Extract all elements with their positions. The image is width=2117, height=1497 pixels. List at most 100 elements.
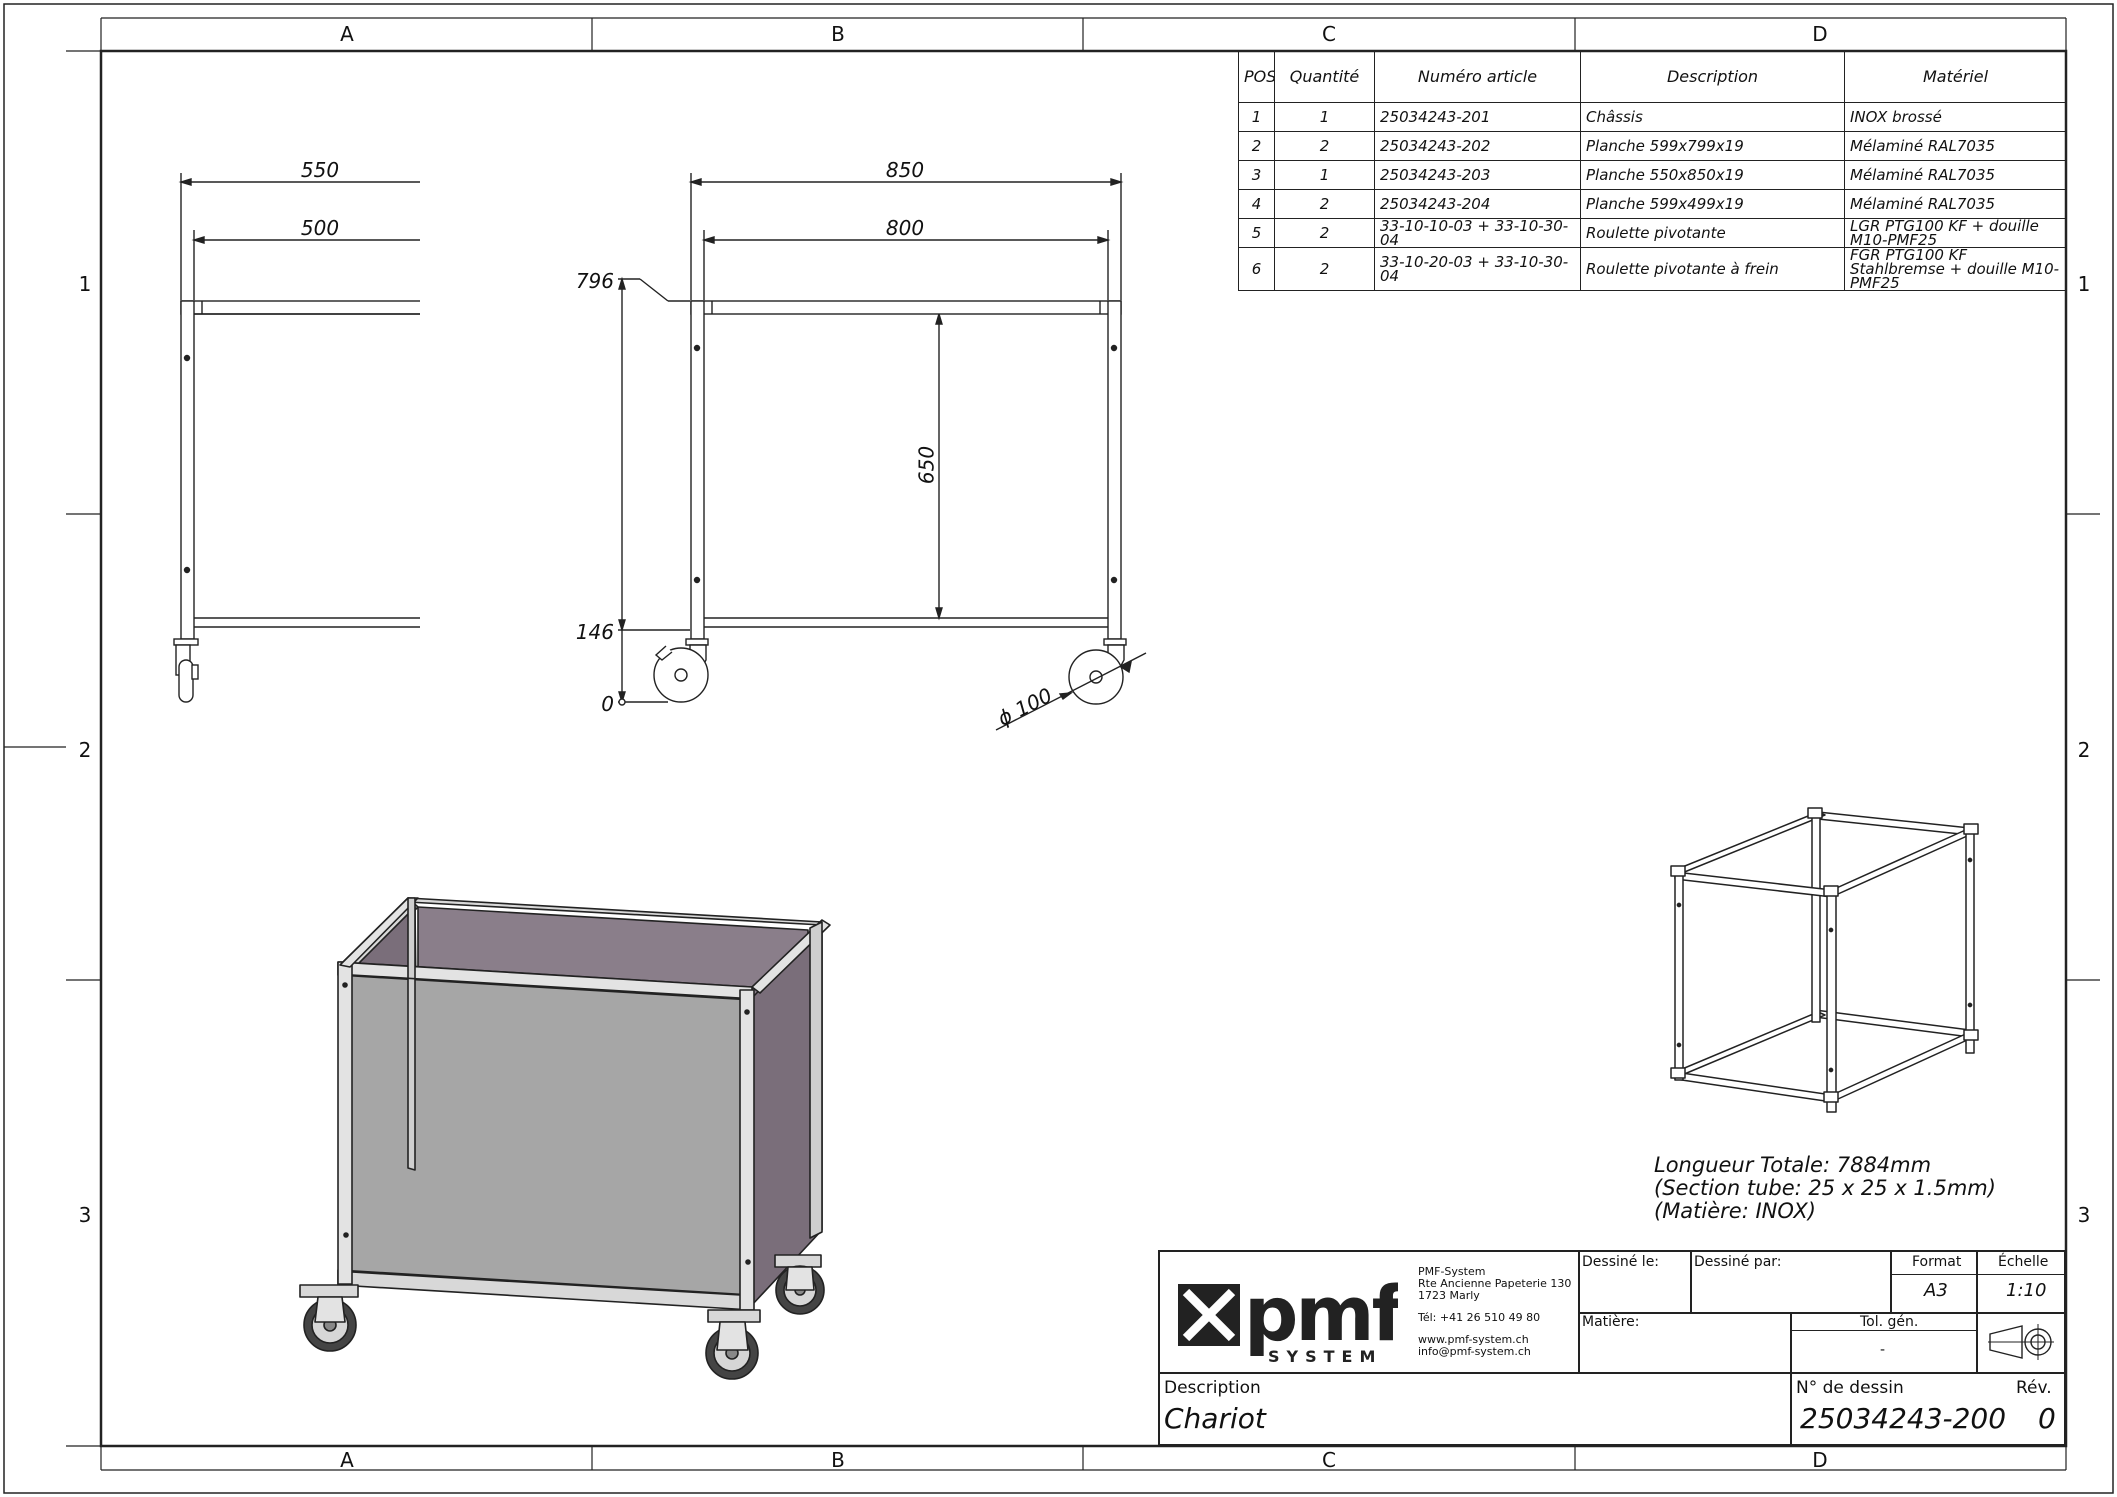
cell-material: LGR PTG100 KF + douille M10-PMF25 — [1844, 218, 2067, 248]
cell-article-number: 25034243-201 — [1374, 102, 1581, 132]
cell-description: Planche 599x799x19 — [1580, 131, 1845, 161]
cell-article-number: 25034243-203 — [1374, 160, 1581, 190]
cell-material: FGR PTG100 KF Stahlbremse + douille M10-… — [1844, 247, 2067, 291]
dim-ground-text: 0 — [601, 692, 614, 716]
cell-quantity: 1 — [1274, 160, 1375, 190]
cell-pos: 4 — [1238, 189, 1275, 219]
cell-material: Mélaminé RAL7035 — [1844, 160, 2067, 190]
drawn-by-label: Dessiné par: — [1694, 1254, 1782, 1270]
drawing-number-value: 25034243-200 — [1800, 1402, 2007, 1435]
zone-label-bottom-b: B — [831, 1448, 845, 1472]
cell-material: Mélaminé RAL7035 — [1844, 189, 2067, 219]
table-row: 1 1 25034243-201 Châssis INOX brossé — [1238, 102, 2067, 132]
header-article-number: Numéro article — [1374, 51, 1581, 103]
cell-article-number: 33-10-10-03 + 33-10-30-04 — [1374, 218, 1581, 248]
company-web: www.pmf-system.ch — [1418, 1333, 1529, 1346]
company-address-2: 1723 Marly — [1418, 1289, 1480, 1302]
cell-pos: 6 — [1238, 247, 1275, 291]
scale-value: 1:10 — [2006, 1280, 2047, 1301]
description-label: Description — [1164, 1378, 1261, 1398]
cell-quantity: 2 — [1274, 189, 1375, 219]
zone-label-bottom-a: A — [340, 1448, 354, 1472]
zone-label-top-d: D — [1812, 22, 1828, 46]
zone-label-bottom-c: C — [1322, 1448, 1336, 1472]
cell-description: Planche 550x850x19 — [1580, 160, 1845, 190]
zone-label-right-1: 1 — [2077, 272, 2091, 296]
cell-material: Mélaminé RAL7035 — [1844, 131, 2067, 161]
table-row: 3 1 25034243-203 Planche 550x850x19 Méla… — [1238, 160, 2067, 190]
logo-subtext: SYSTEM — [1268, 1347, 1382, 1366]
table-row: 5 2 33-10-10-03 + 33-10-30-04 Roulette p… — [1238, 218, 2067, 248]
cell-pos: 5 — [1238, 218, 1275, 248]
format-label: Format — [1912, 1254, 1962, 1270]
dim-top-height: 796 — [576, 269, 614, 293]
note-total-length: Longueur Totale: 7884mm — [1654, 1153, 1932, 1177]
revision-value: 0 — [2038, 1402, 2056, 1435]
cell-description: Roulette pivotante — [1580, 218, 1845, 248]
dim-ground: 0 — [601, 692, 614, 716]
scale-label: Échelle — [1998, 1254, 2049, 1270]
zone-label-top-b: B — [831, 22, 845, 46]
cell-article-number: 33-10-20-03 + 33-10-30-04 — [1374, 247, 1581, 291]
zone-label-right-3: 3 — [2077, 1203, 2091, 1227]
description-value: Chariot — [1164, 1402, 1266, 1435]
dim-shelf-height-text: 146 — [576, 620, 614, 644]
cell-description: Planche 599x499x19 — [1580, 189, 1845, 219]
projection-symbol-icon — [1988, 1324, 2054, 1360]
cell-pos: 1 — [1238, 102, 1275, 132]
zone-label-left-1: 1 — [78, 272, 92, 296]
header-pos: POS — [1238, 51, 1275, 103]
logo-text: pmf — [1244, 1269, 1398, 1358]
zone-label-top-c: C — [1322, 22, 1336, 46]
company-address-1: Rte Ancienne Papeterie 130 — [1418, 1277, 1572, 1290]
cell-quantity: 2 — [1274, 247, 1375, 291]
parts-list-table: POS Quantité Numéro article Description … — [1238, 51, 2067, 291]
dim-wheel-diameter: ϕ 100 — [994, 683, 1056, 731]
drawing-number-label: N° de dessin — [1796, 1378, 1904, 1398]
cell-material: INOX brossé — [1844, 102, 2067, 132]
dim-top-height-text: 796 — [576, 269, 614, 293]
cell-pos: 2 — [1238, 131, 1275, 161]
dim-side-outer-length: 850 — [886, 158, 924, 182]
format-value: A3 — [1924, 1280, 1948, 1301]
zone-label-left-3: 3 — [78, 1203, 92, 1227]
cell-description: Roulette pivotante à frein — [1580, 247, 1845, 291]
header-material: Matériel — [1844, 51, 2067, 103]
tolerance-value: - — [1880, 1342, 1886, 1358]
tolerance-label: Tol. gén. — [1860, 1314, 1919, 1330]
table-row: 2 2 25034243-202 Planche 599x799x19 Méla… — [1238, 131, 2067, 161]
cell-quantity: 1 — [1274, 102, 1375, 132]
dim-shelf-height: 146 — [576, 620, 614, 644]
dim-front-inner-width: 500 — [301, 216, 339, 240]
side-view — [618, 173, 1147, 731]
revision-label: Rév. — [2016, 1378, 2052, 1398]
dim-side-inner-length-text: 800 — [886, 216, 924, 240]
dim-front-inner-width-text: 500 — [301, 216, 339, 240]
title-block: pmf SYSTEM PMF-System Rte Ancienne Papet… — [1158, 1250, 2066, 1446]
cell-article-number: 25034243-204 — [1374, 189, 1581, 219]
dim-side-outer-length-text: 850 — [886, 158, 924, 182]
pmf-system-logo: pmf SYSTEM — [1178, 1269, 1398, 1366]
header-description: Description — [1580, 51, 1845, 103]
parts-table-header: POS Quantité Numéro article Description … — [1238, 51, 2067, 103]
general-notes: Longueur Totale: 7884mm (Section tube: 2… — [1654, 1154, 1996, 1223]
cell-article-number: 25034243-202 — [1374, 131, 1581, 161]
company-name: PMF-System — [1418, 1265, 1486, 1278]
dim-inner-height: 650 — [915, 446, 939, 484]
zone-label-top-a: A — [340, 22, 354, 46]
zone-label-left-2: 2 — [78, 738, 92, 762]
company-info: PMF-System Rte Ancienne Papeterie 130 17… — [1418, 1266, 1571, 1358]
company-email: info@pmf-system.ch — [1418, 1345, 1531, 1358]
dim-front-outer-width: 550 — [301, 158, 339, 182]
note-tube-section: (Section tube: 25 x 25 x 1.5mm) — [1654, 1176, 1996, 1200]
drawn-on-label: Dessiné le: — [1582, 1254, 1660, 1270]
cell-description: Châssis — [1580, 102, 1845, 132]
dim-front-outer-width-text: 550 — [301, 158, 339, 182]
table-row: 4 2 25034243-204 Planche 599x499x19 Méla… — [1238, 189, 2067, 219]
header-quantity: Quantité — [1274, 51, 1375, 103]
dim-wheel-diameter-text: ϕ 100 — [994, 683, 1056, 731]
dim-inner-height-text: 650 — [915, 446, 939, 484]
company-phone: Tél: +41 26 510 49 80 — [1418, 1311, 1541, 1324]
